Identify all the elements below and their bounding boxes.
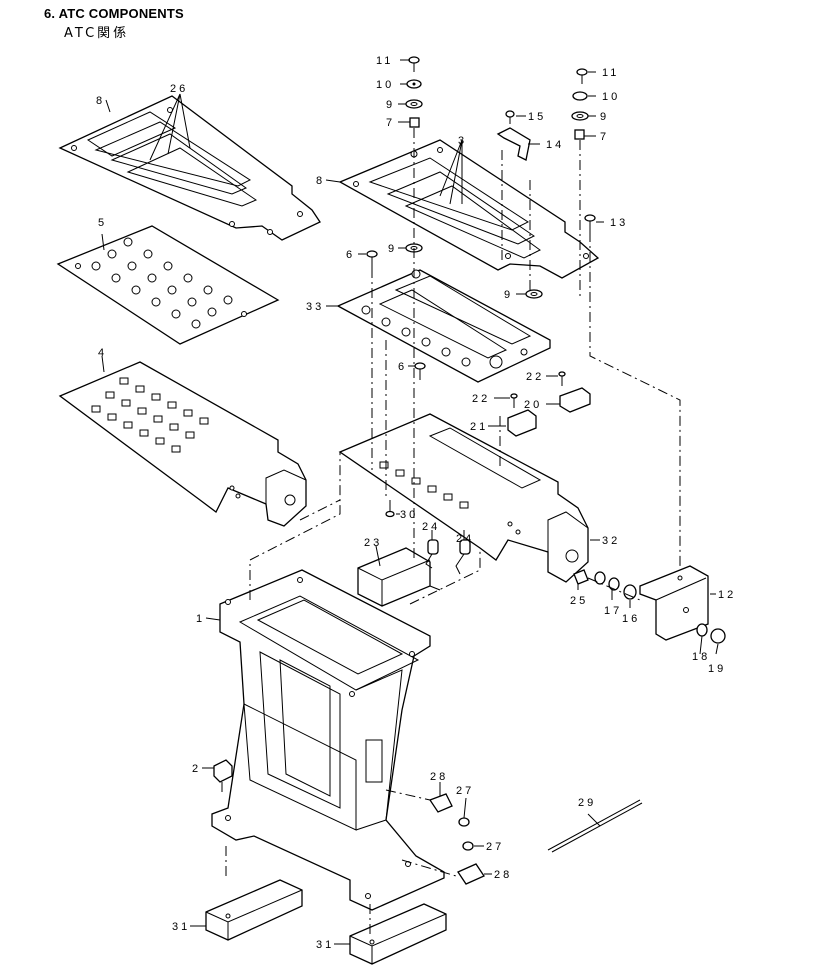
callout-29: 29 bbox=[578, 797, 596, 809]
part-5-holes bbox=[75, 237, 247, 329]
callout-10-right: 10 bbox=[602, 91, 620, 103]
assembly-center-lines bbox=[225, 128, 681, 936]
part-31-block-right bbox=[349, 903, 447, 965]
callout-9-stack-left: 9 bbox=[386, 99, 395, 111]
callout-11-left: 11 bbox=[376, 55, 393, 67]
callout-26: 26 bbox=[170, 83, 188, 95]
callout-8-left: 8 bbox=[96, 95, 105, 107]
part-31-block-left bbox=[205, 879, 303, 941]
callout-18: 18 bbox=[692, 651, 710, 663]
callout-31-left: 31 bbox=[172, 921, 190, 933]
callout-27-upper: 27 bbox=[456, 785, 474, 797]
callout-14: 14 bbox=[546, 139, 564, 151]
callout-5: 5 bbox=[98, 217, 107, 229]
part-8-plate-left bbox=[58, 95, 321, 241]
callout-7-left: 7 bbox=[386, 117, 395, 129]
callout-6-upper: 6 bbox=[346, 249, 355, 261]
callout-20: 20 bbox=[524, 399, 542, 411]
callout-17: 17 bbox=[604, 605, 622, 617]
callout-28-upper: 28 bbox=[430, 771, 448, 783]
part-4-slotted-plate bbox=[58, 361, 307, 527]
callout-12: 12 bbox=[718, 589, 736, 601]
callout-15: 15 bbox=[528, 111, 546, 123]
callout-21: 21 bbox=[470, 421, 488, 433]
callout-11-right: 11 bbox=[602, 67, 619, 79]
page-title: 6. ATC COMPONENTS bbox=[44, 6, 184, 21]
callout-24-right: 24 bbox=[456, 533, 474, 545]
hardware-screws-washers bbox=[213, 56, 726, 885]
callout-30: 30 bbox=[400, 509, 418, 521]
callout-31-right: 31 bbox=[316, 939, 334, 951]
part-12-bracket bbox=[639, 565, 709, 641]
part-32-plate bbox=[338, 413, 589, 583]
part-32-tool-slots bbox=[379, 461, 469, 509]
callout-labels: 1 2 3 4 5 6 6 7 7 8 8 9 9 9 9 10 10 11 1… bbox=[96, 55, 736, 951]
part-24-fitting-a bbox=[425, 539, 439, 569]
callout-28-lower: 28 bbox=[494, 869, 512, 881]
callout-9-lower: 9 bbox=[504, 289, 513, 301]
callout-16: 16 bbox=[622, 613, 640, 625]
callout-22-right: 22 bbox=[526, 371, 544, 383]
callout-7-right: 7 bbox=[600, 131, 609, 143]
callout-8-center: 8 bbox=[316, 175, 325, 187]
callout-10-left: 10 bbox=[376, 79, 394, 91]
callout-24-left: 24 bbox=[422, 521, 440, 533]
callout-23: 23 bbox=[364, 537, 382, 549]
callout-1: 1 bbox=[196, 613, 205, 625]
callout-9-stack-right: 9 bbox=[600, 111, 609, 123]
part-4-tool-slots bbox=[91, 377, 209, 453]
part-1-frame bbox=[211, 569, 445, 911]
part-8-plate-center bbox=[338, 139, 600, 279]
callout-32: 32 bbox=[602, 535, 620, 547]
part-24-fitting-b bbox=[455, 539, 471, 575]
callout-19: 19 bbox=[708, 663, 726, 675]
callout-4: 4 bbox=[98, 347, 107, 359]
callout-9-middle: 9 bbox=[388, 243, 397, 255]
callout-3: 3 bbox=[458, 135, 467, 147]
callout-2: 2 bbox=[192, 763, 201, 775]
callout-25: 25 bbox=[570, 595, 588, 607]
page-header: 6. ATC COMPONENTS ATC関係 bbox=[44, 6, 184, 41]
part-23-cylinder bbox=[357, 547, 441, 607]
callout-6-lower: 6 bbox=[398, 361, 407, 373]
callout-13: 13 bbox=[610, 217, 628, 229]
part-33-plate bbox=[336, 269, 551, 383]
callout-33: 33 bbox=[306, 301, 324, 313]
callout-27-lower: 27 bbox=[486, 841, 504, 853]
callout-22-left: 22 bbox=[472, 393, 490, 405]
callout-leaders bbox=[101, 59, 719, 945]
part-5-perforated-plate bbox=[56, 225, 280, 345]
page-subtitle: ATC関係 bbox=[64, 26, 130, 41]
